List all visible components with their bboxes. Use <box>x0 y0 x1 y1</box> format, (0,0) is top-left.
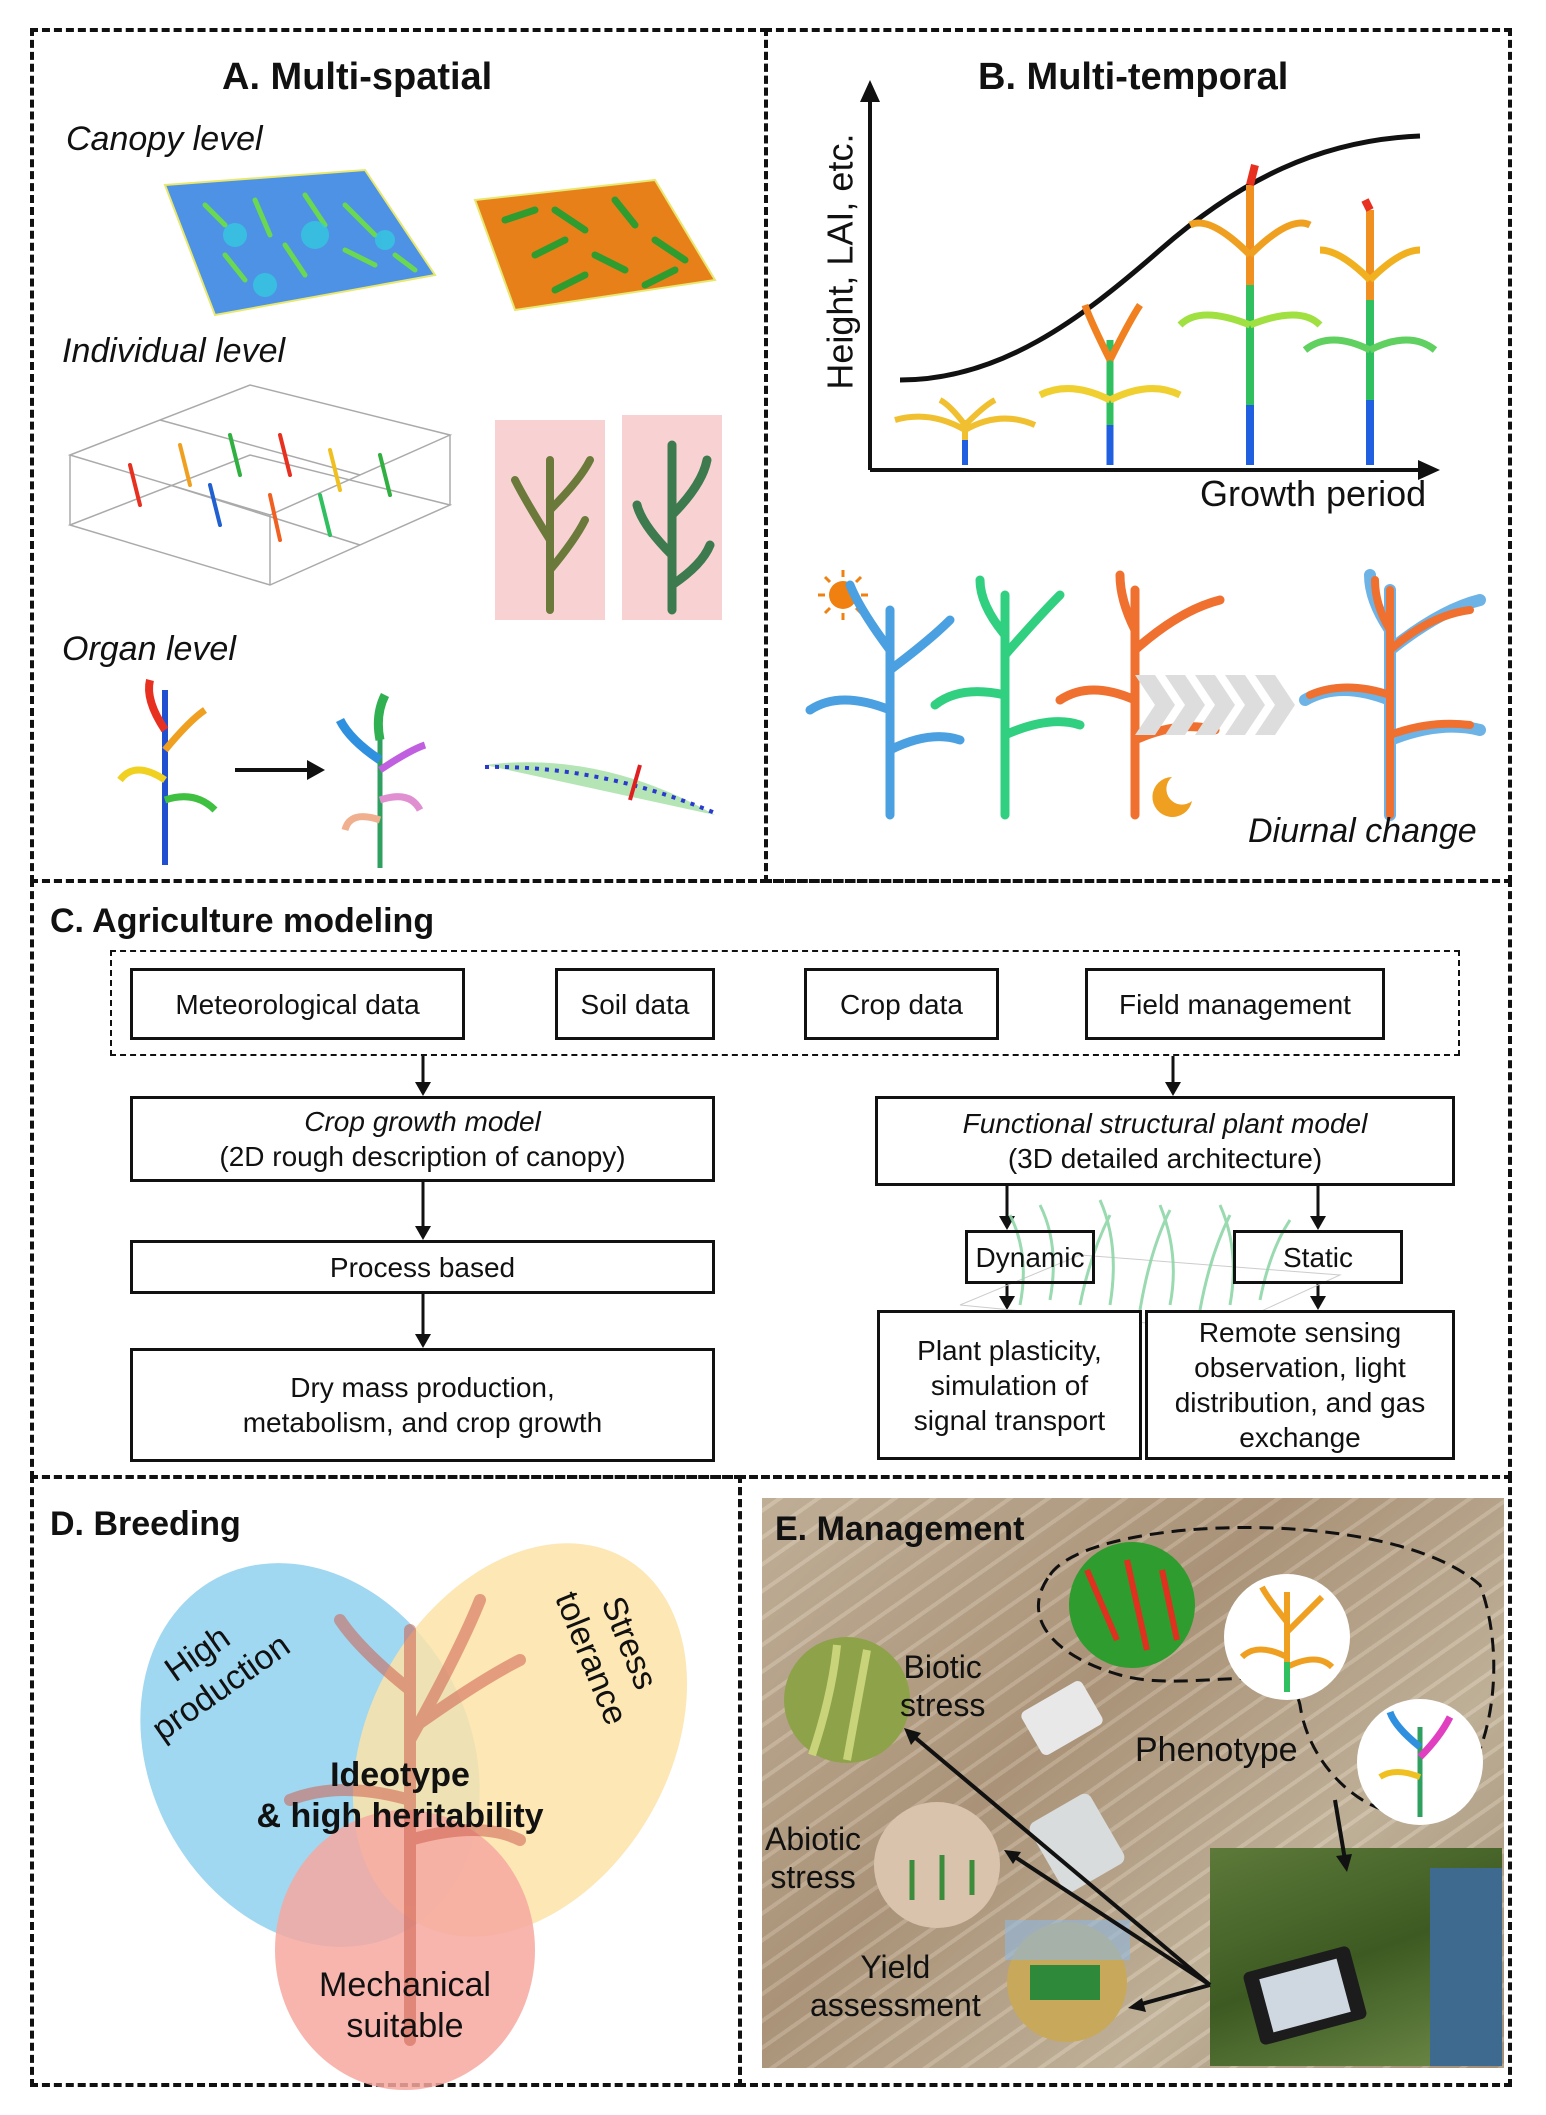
abiotic-stress-label: Abiotic stress <box>765 1820 861 1897</box>
growth-plant-4 <box>1302 198 1438 465</box>
fspm-canopy-graphic <box>959 1199 1342 1331</box>
inputs-group-frame <box>110 950 1460 1056</box>
single-plant-voxel-1 <box>495 420 605 620</box>
biotic-line2: stress <box>900 1687 986 1724</box>
panel-e-frame <box>738 1475 1512 2087</box>
canopy-thumbnail <box>1069 1542 1195 1668</box>
panel-a-title: A. Multi-spatial <box>222 56 493 98</box>
abiotic-thumbnail <box>874 1802 1000 1928</box>
process-based-box: Process based <box>130 1240 715 1294</box>
growth-plant-1 <box>894 397 1037 465</box>
plant-plasticity-box: Plant plasticity, simulation of signal t… <box>877 1310 1142 1460</box>
cgm-title: Crop growth model <box>304 1106 541 1137</box>
crop-growth-model-box: Crop growth model (2D rough description … <box>130 1096 715 1182</box>
biotic-thumbnail <box>784 1637 910 1763</box>
individual-level-label: Individual level <box>62 332 286 370</box>
canopy-pointcloud-orange <box>473 178 717 312</box>
single-plant-voxel-2 <box>622 415 722 620</box>
abiotic-line2: stress <box>770 1859 856 1896</box>
mechanical-line2: suitable <box>346 2006 464 2045</box>
yield-line2: assessment <box>810 1987 981 2024</box>
yield-thumbnail <box>1005 1920 1130 2042</box>
panel-e-title: E. Management <box>775 1510 1025 1548</box>
organ-arrow <box>235 760 325 780</box>
plasticity-line1: Plant plasticity, <box>917 1334 1102 1366</box>
crop-data-box: Crop data <box>804 968 999 1040</box>
breeding-venn <box>140 1543 688 2090</box>
x-axis-label: Growth period <box>1200 473 1427 514</box>
panel-d-title: D. Breeding <box>50 1505 241 1543</box>
organ-level-label: Organ level <box>62 630 236 668</box>
dynamic-box: Dynamic <box>965 1230 1095 1284</box>
panel-b-title: B. Multi-temporal <box>978 56 1289 98</box>
canopy-level-label: Canopy level <box>66 120 263 158</box>
plasticity-line2: simulation of <box>930 1369 1089 1401</box>
plant-thumbnail <box>1224 1574 1350 1700</box>
meteorological-data-box: Meteorological data <box>130 968 465 1040</box>
fspm-title: Functional structural plant model <box>962 1108 1368 1139</box>
chevron-arrows-icon <box>1135 675 1295 735</box>
organ-plant-segmented <box>335 692 427 868</box>
organ-plant-color <box>117 679 218 865</box>
plasticity-line3: signal transport <box>913 1404 1106 1436</box>
phenotype-label: Phenotype <box>1135 1731 1298 1769</box>
field-management-box: Field management <box>1085 968 1385 1040</box>
segmented-thumbnail <box>1357 1699 1483 1825</box>
dry-mass-line1: Dry mass production, <box>290 1372 555 1403</box>
fspm-box: Functional structural plant model (3D de… <box>875 1096 1455 1186</box>
dry-mass-line2: metabolism, and crop growth <box>242 1407 603 1438</box>
diurnal-plant-green <box>930 575 1085 820</box>
mechanical-suitable-label: Mechanical suitable <box>290 1965 520 2047</box>
abiotic-line1: Abiotic <box>765 1821 862 1857</box>
dry-mass-box: Dry mass production, metabolism, and cro… <box>130 1348 715 1462</box>
growth-plant-3 <box>1177 164 1323 465</box>
organ-leaf-skeleton <box>484 762 716 815</box>
yield-assessment-label: Yield assessment <box>810 1948 981 2025</box>
cgm-subtitle: (2D rough description of canopy) <box>219 1141 626 1172</box>
growth-axes <box>860 80 1440 480</box>
ideotype-line2: & high heritability <box>256 1796 544 1835</box>
diurnal-plant-orange <box>1055 570 1225 820</box>
growth-plant-2 <box>1038 303 1182 465</box>
moon-icon <box>1152 777 1192 817</box>
remote-line4: exchange <box>1239 1422 1361 1453</box>
ideotype-label: Ideotype & high heritability <box>245 1755 555 1837</box>
fspm-subtitle: (3D detailed architecture) <box>1007 1143 1323 1174</box>
biotic-stress-label: Biotic stress <box>900 1648 985 1725</box>
tablet-photo <box>1210 1848 1502 2066</box>
remote-sensing-box: Remote sensing observation, light distri… <box>1145 1310 1455 1460</box>
soil-data-box: Soil data <box>555 968 715 1040</box>
biotic-line1: Biotic <box>903 1649 982 1685</box>
remote-line3: distribution, and gas <box>1174 1387 1426 1418</box>
yield-line1: Yield <box>860 1949 931 1985</box>
diurnal-plant-blue <box>805 580 965 820</box>
panel-c-title: C. Agriculture modeling <box>50 902 435 940</box>
canopy-pointcloud-blue <box>163 168 437 317</box>
diurnal-change-label: Diurnal change <box>1248 812 1477 850</box>
static-box: Static <box>1233 1230 1403 1284</box>
diurnal-plant-overlay <box>1299 569 1486 821</box>
mechanical-line1: Mechanical <box>319 1966 491 2004</box>
ideotype-line1: Ideotype <box>330 1756 470 1794</box>
individual-plants-grid <box>67 384 453 586</box>
remote-line2: observation, light <box>1194 1352 1406 1383</box>
remote-line1: Remote sensing <box>1198 1317 1402 1348</box>
